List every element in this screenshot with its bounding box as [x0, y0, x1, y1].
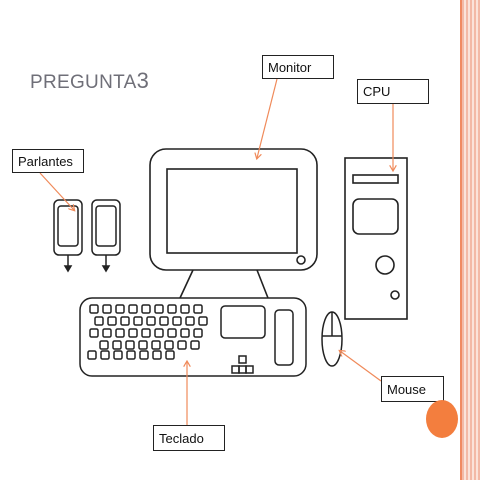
keyboard-key — [177, 340, 187, 350]
keyboard-key — [159, 316, 169, 326]
label-cpu: CPU — [357, 79, 429, 104]
keyboard-key — [89, 328, 99, 338]
keyboard-key — [185, 316, 195, 326]
keyboard-key — [89, 304, 99, 314]
keyboard-key — [115, 328, 125, 338]
label-teclado: Teclado — [153, 425, 225, 451]
title-number: 3 — [136, 68, 150, 93]
keyboard-illustration — [79, 297, 307, 377]
keyboard-key — [120, 316, 130, 326]
slide-title: PREGUNTA3 — [30, 68, 149, 94]
keyboard-key — [99, 340, 109, 350]
monitor-stand-left — [179, 269, 194, 299]
keyboard-key — [102, 328, 112, 338]
keyboard-key — [167, 328, 177, 338]
arrow-monitor — [257, 78, 278, 158]
cpu-drive-slot — [352, 174, 399, 184]
cpu-drive-bay — [352, 198, 399, 235]
keyboard-key — [154, 304, 164, 314]
arrow-mouse — [340, 351, 382, 382]
keyboard-key — [125, 340, 135, 350]
keyboard-key — [102, 304, 112, 314]
monitor-bezel — [149, 148, 318, 271]
keyboard-key — [141, 328, 151, 338]
monitor-screen — [166, 168, 298, 254]
side-stripe-decoration — [462, 0, 480, 480]
keyboard-body — [79, 297, 307, 377]
keyboard-key — [164, 340, 174, 350]
keyboard-arrow-keys — [231, 355, 254, 374]
cpu-tower-illustration — [344, 157, 408, 320]
keyboard-key — [146, 316, 156, 326]
cpu-power-button — [375, 255, 395, 275]
speaker-right-icon — [91, 199, 121, 273]
keyboard-key — [128, 304, 138, 314]
monitor-stand-right — [256, 269, 269, 299]
cpu-led — [390, 290, 400, 300]
label-parlantes: Parlantes — [12, 149, 84, 173]
arrow-parlantes — [39, 172, 74, 210]
keyboard-key — [112, 340, 122, 350]
title-text: PREGUNTA — [30, 72, 137, 93]
keyboard-key — [115, 304, 125, 314]
keyboard-key — [126, 350, 136, 360]
keyboard-key — [133, 316, 143, 326]
keyboard-key — [113, 350, 123, 360]
label-mouse: Mouse — [381, 376, 444, 402]
keyboard-key — [167, 304, 177, 314]
mouse-illustration — [321, 311, 343, 367]
keyboard-key — [152, 350, 162, 360]
keyboard-key — [198, 316, 208, 326]
speaker-left-icon — [53, 199, 83, 273]
side-border-line — [460, 0, 462, 480]
keyboard-key — [165, 350, 175, 360]
keyboard-key — [141, 304, 151, 314]
pointer-arrows — [39, 78, 393, 425]
keyboard-touchpad — [220, 305, 266, 339]
monitor-power-button — [296, 255, 306, 265]
speakers-illustration — [53, 199, 121, 273]
keyboard-side-key — [274, 309, 294, 366]
keyboard-key — [154, 328, 164, 338]
keyboard-key — [107, 316, 117, 326]
monitor-illustration — [149, 148, 318, 299]
label-monitor: Monitor — [262, 55, 334, 79]
keyboard-key — [139, 350, 149, 360]
keyboard-key — [172, 316, 182, 326]
keyboard-key — [128, 328, 138, 338]
accent-circle — [426, 400, 458, 438]
keyboard-key — [180, 328, 190, 338]
cpu-case — [344, 157, 408, 320]
keyboard-key — [87, 350, 97, 360]
keyboard-keys — [87, 304, 208, 360]
keyboard-key — [193, 304, 203, 314]
keyboard-key — [193, 328, 203, 338]
keyboard-key — [151, 340, 161, 350]
keyboard-key — [94, 316, 104, 326]
keyboard-key — [100, 350, 110, 360]
keyboard-key — [138, 340, 148, 350]
keyboard-key — [180, 304, 190, 314]
keyboard-key — [190, 340, 200, 350]
